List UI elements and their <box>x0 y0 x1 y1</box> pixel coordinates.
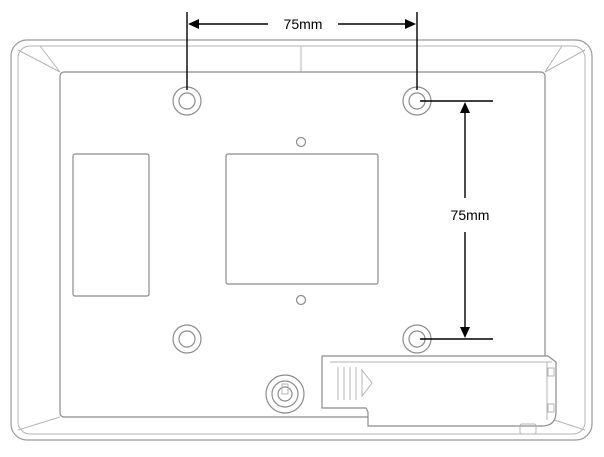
vertical-dimension: 75mm <box>420 100 493 340</box>
cover-door <box>321 355 557 427</box>
center-panel-cutout <box>225 153 379 285</box>
alignment-hole-top <box>295 136 307 148</box>
screw-hole-bottom-right <box>402 324 432 354</box>
vertical-dimension-label: 75mm <box>451 207 490 223</box>
alignment-hole-bottom <box>295 294 307 306</box>
screw-hole-bottom-left <box>172 324 202 354</box>
horizontal-dimension-label: 75mm <box>284 16 323 32</box>
left-panel-cutout <box>72 153 150 297</box>
foot-marker <box>519 423 537 435</box>
power-connector <box>265 374 305 414</box>
device-housing <box>10 39 593 441</box>
slide-arrow-icon <box>361 368 373 398</box>
horizontal-dimension: 75mm <box>186 12 418 90</box>
screw-hole-top-left <box>172 86 202 116</box>
